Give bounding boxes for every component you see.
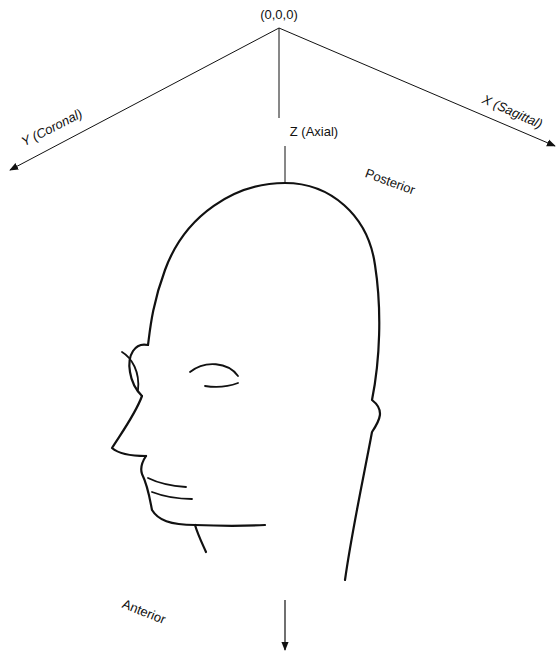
x-axis — [279, 28, 555, 146]
orientation-label: Anterior — [120, 597, 168, 627]
axis-label: Y (Coronal) — [19, 107, 85, 150]
head-outline — [112, 183, 380, 580]
z-axis-arrow — [284, 600, 285, 650]
y-axis — [10, 28, 279, 170]
z-axis — [279, 28, 280, 118]
z-axis — [285, 146, 286, 183]
origin-label: (0,0,0) — [260, 8, 298, 22]
axis-label: Z (Axial) — [290, 125, 338, 139]
orientation-label: Posterior — [363, 166, 417, 197]
axis-label: X (Sagittal) — [480, 92, 545, 131]
